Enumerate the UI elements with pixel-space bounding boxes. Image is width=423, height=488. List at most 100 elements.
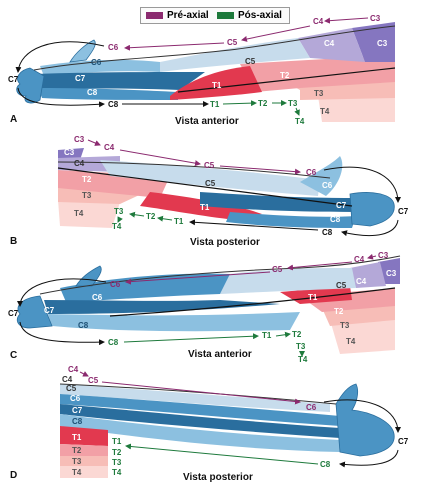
panel-d-region-t1 [60, 426, 108, 446]
panel-c-label-c6: C6 [92, 293, 103, 302]
panel-d-label-c6: C6 [70, 394, 81, 403]
panel-d-label-c7: C7 [72, 406, 83, 415]
panel-a-arrow-label-c8: C8 [108, 100, 119, 109]
panel-b-label-t2: T2 [82, 175, 92, 184]
panel-a-region-t2 [240, 55, 395, 92]
panel-b-label-c7: C7 [336, 201, 347, 210]
panel-c-arrow-label-t4: T4 [298, 355, 308, 364]
panel-c-region-c8 [48, 312, 300, 332]
panel-c-label-t1: T1 [308, 293, 318, 302]
panel-a-axial-line [177, 67, 396, 93]
panel-a-region-c4 [298, 28, 365, 62]
legend-label-post-axial: Pós-axial [238, 10, 282, 21]
panel-b-region-t4 [58, 200, 120, 228]
panel-b-arrow-label-c4: C4 [104, 143, 115, 152]
panel-c-arrow-label-c3: C3 [378, 251, 389, 260]
panel-c-label-c7: C7 [44, 306, 55, 315]
panel-d-outline [59, 383, 337, 405]
panel-d-label-t1: T1 [72, 433, 82, 442]
panel-d-region-t3 [60, 456, 108, 466]
panel-c: C3 C4 C5 C6 C7 C8 T1 T2 T3 T4 C3 C4 C5 C… [8, 251, 401, 364]
panel-d-title: Vista posterior [183, 472, 253, 483]
panel-b-label-t3: T3 [82, 191, 92, 200]
panel-d-arrow-label-c5: C5 [88, 376, 99, 385]
panel-a-arrow-label-c5: C5 [227, 38, 238, 47]
panel-c-title: Vista anterior [188, 349, 252, 360]
panel-b-arrow-label-t2: T2 [146, 212, 156, 221]
panel-c-axial-line [109, 287, 396, 317]
panel-b-arrow-label-c5: C5 [204, 161, 215, 170]
panel-c-region-t4 [330, 316, 395, 354]
panel-d-arrow-label-t2: T2 [112, 448, 122, 457]
panel-d-arrow-label-t4: T4 [112, 468, 122, 477]
panel-d-label-t2: T2 [72, 446, 82, 455]
panel-d-letter: D [10, 470, 18, 481]
panel-b-axial-line [57, 167, 353, 207]
panel-d-label-c5: C5 [66, 384, 77, 393]
panel-b-label-c6: C6 [322, 181, 333, 190]
panel-c-region-c7 [44, 300, 280, 314]
panel-a-arrow-label-c6: C6 [108, 43, 119, 52]
panel-d-label-c8: C8 [72, 417, 83, 426]
panel-d-region-t2 [60, 444, 108, 456]
panel-a-label-c6: C6 [91, 58, 102, 67]
panel-a-arrow-label-t3: T3 [288, 99, 298, 108]
panel-d-label-c4: C4 [62, 375, 73, 384]
panel-b-region-c5 [100, 160, 320, 196]
panel-a-arrow-label-t1: T1 [210, 100, 220, 109]
panel-d-arrow-label-c6: C6 [306, 403, 317, 412]
panel-a-label-c8: C8 [87, 88, 98, 97]
panel-a-hand [16, 67, 45, 104]
panel-c-arrow-label-c7: C7 [8, 309, 19, 318]
panel-a-letter: A [10, 114, 18, 125]
panel-a-label-c4: C4 [324, 39, 335, 48]
panel-c-arrow-label-t2: T2 [292, 330, 302, 339]
legend: Pré-axial Pós-axial [140, 7, 290, 24]
panel-b-hand [349, 192, 395, 227]
panel-a-region-c8 [38, 88, 178, 100]
panel-d-label-t3: T3 [72, 457, 82, 466]
panel-d-region-c8 [60, 414, 340, 452]
panel-a-label-t2: T2 [280, 71, 290, 80]
panel-b-label-c8: C8 [330, 215, 341, 224]
panel-c-arrow-label-t1: T1 [262, 331, 272, 340]
panel-b-arrow-label-c3: C3 [74, 135, 85, 144]
panel-c-label-t3: T3 [340, 321, 350, 330]
panel-b-region-c6 [300, 156, 343, 196]
panel-c-label-c8: C8 [78, 321, 89, 330]
panel-b-label-t1: T1 [200, 203, 210, 212]
panel-c-letter: C [10, 350, 18, 361]
legend-label-pre-axial: Pré-axial [167, 10, 209, 21]
legend-swatch-post-axial [217, 12, 234, 19]
panel-b-label-c3: C3 [64, 148, 75, 157]
panel-d-region-c5 [60, 384, 330, 412]
panel-b-region-c8 [226, 212, 356, 228]
panel-d-arrow-label-t3: T3 [112, 458, 122, 467]
panel-a-label-c3: C3 [377, 39, 388, 48]
panel-a-label-t4: T4 [320, 107, 330, 116]
panel-a-region-t1 [170, 66, 262, 100]
panel-d-region-t4 [60, 466, 108, 478]
panel-a-region-c3 [352, 22, 395, 62]
panel-c-outline [39, 255, 401, 295]
panel-b-arrow-label-c8: C8 [322, 228, 333, 237]
panel-b-region-c4 [58, 156, 120, 172]
panel-a-region-c5 [160, 38, 310, 72]
panel-b-arrow-label-c7: C7 [398, 207, 409, 216]
panel-a-arrow-label-c4: C4 [313, 17, 324, 26]
panel-c-label-c3: C3 [386, 269, 397, 278]
panel-c-label-t4: T4 [346, 337, 356, 346]
panel-d-arrow-label-c8: C8 [320, 460, 331, 469]
panel-a: C3 C4 C5 C6 C7 C8 T1 T2 T3 T4 C3 C4 C5 C… [8, 14, 396, 126]
panel-c-arrow-label-t3: T3 [296, 342, 306, 351]
panel-b-region-c7 [200, 192, 356, 212]
panel-a-arrow-label-t2: T2 [258, 99, 268, 108]
panel-a-region-c6 [40, 59, 160, 76]
panel-b-arrow-label-c6: C6 [306, 168, 317, 177]
panel-d-region-c7 [60, 404, 340, 438]
panel-b-label-c5: C5 [205, 179, 216, 188]
panel-a-label-t3: T3 [314, 89, 324, 98]
panel-a-arrow-label-c3: C3 [370, 14, 381, 23]
panel-d-region-c6 [60, 394, 340, 426]
